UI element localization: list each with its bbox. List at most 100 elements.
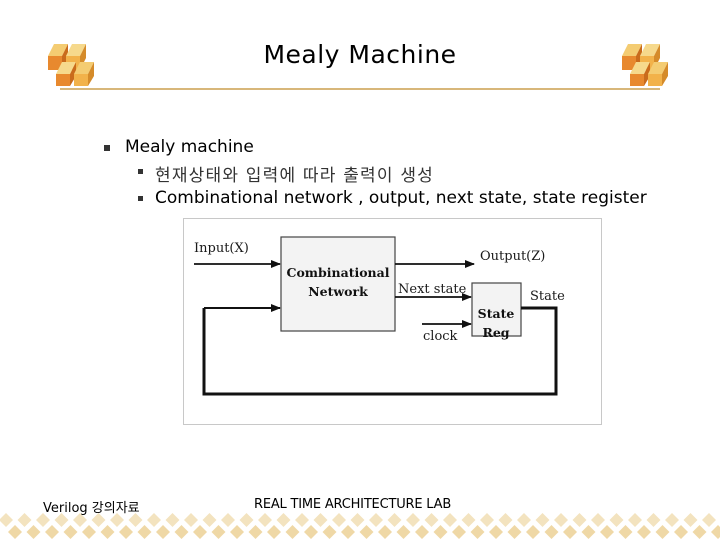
cube-logo-right-icon <box>622 44 668 86</box>
diamond-pattern-icon <box>711 525 720 539</box>
diamond-pattern-icon <box>26 525 41 539</box>
comb-block-label-2: Network <box>308 284 368 299</box>
footer-lab-label: REAL TIME ARCHITECTURE LAB <box>254 497 452 512</box>
bullet-square-icon <box>138 169 143 174</box>
diamond-pattern-icon <box>202 513 217 527</box>
diamond-pattern-icon <box>507 525 522 539</box>
diamond-pattern-icon <box>470 525 485 539</box>
diamond-pattern-icon <box>119 525 133 539</box>
comb-block-label-1: Combinational <box>287 265 390 280</box>
diamond-pattern-icon <box>646 513 661 527</box>
diamond-pattern-icon <box>341 525 355 539</box>
diamond-pattern-icon <box>637 525 651 539</box>
footer-course-label: Verilog 강의자료 <box>43 501 140 516</box>
diamond-pattern-icon <box>0 513 13 527</box>
diamond-pattern-icon <box>128 513 143 527</box>
diamond-pattern-icon <box>82 525 96 539</box>
diamond-pattern-icon <box>628 513 642 527</box>
diamond-pattern-icon <box>489 525 503 539</box>
diamond-pattern-icon <box>304 525 318 539</box>
cube-logo-left-icon <box>48 44 94 86</box>
diamond-pattern-icon <box>147 513 161 527</box>
diamond-pattern-footer <box>0 513 720 539</box>
diamond-pattern-icon <box>387 513 402 527</box>
output-label: Output(Z) <box>480 249 545 264</box>
diamond-pattern-icon <box>480 513 494 527</box>
diamond-pattern-icon <box>17 513 32 527</box>
mealy-diagram-svg: Combinational Network State Reg Input(X)… <box>194 236 565 396</box>
diamond-pattern-icon <box>110 513 124 527</box>
reg-block-label-2: Reg <box>482 325 509 340</box>
diamond-pattern-icon <box>91 513 106 527</box>
diamond-pattern-icon <box>600 525 614 539</box>
sub-bullet-text: 현재상태와 입력에 따라 출력이 생성 <box>155 166 435 186</box>
next-state-label: Next state <box>398 282 467 297</box>
diamond-pattern-icon <box>276 513 291 527</box>
diamond-pattern-icon <box>674 525 688 539</box>
diamond-pattern-icon <box>211 525 226 539</box>
diamond-pattern-icon <box>443 513 457 527</box>
diamond-pattern-icon <box>369 513 383 527</box>
bullet-text: Mealy machine <box>125 137 254 157</box>
diamond-pattern-icon <box>692 525 707 539</box>
diamond-pattern-icon <box>285 525 300 539</box>
diamond-pattern-icon <box>295 513 309 527</box>
diamond-pattern-icon <box>609 513 624 527</box>
diamond-pattern-icon <box>359 525 374 539</box>
diamond-pattern-icon <box>73 513 87 527</box>
reg-block-label-1: State <box>478 306 515 321</box>
diamond-pattern-icon <box>137 525 152 539</box>
diamond-pattern-icon <box>239 513 254 527</box>
diamond-pattern-icon <box>378 525 392 539</box>
diamond-pattern-icon <box>45 525 59 539</box>
state-feedback-path <box>202 306 558 396</box>
bullet-square-icon <box>104 145 110 151</box>
diamond-pattern-icon <box>156 525 170 539</box>
diamond-pattern-icon <box>54 513 69 527</box>
diamond-pattern-icon <box>618 525 633 539</box>
combinational-network-block <box>280 236 396 332</box>
diamond-pattern-icon <box>554 513 568 527</box>
diamond-pattern-icon <box>591 513 605 527</box>
diamond-pattern-icon <box>8 525 22 539</box>
diamond-pattern-icon <box>655 525 670 539</box>
diamond-pattern-icon <box>433 525 448 539</box>
diamond-pattern-icon <box>665 513 679 527</box>
diamond-pattern-icon <box>193 525 207 539</box>
diamond-pattern-icon <box>36 513 50 527</box>
clock-label: clock <box>423 329 458 344</box>
diamond-pattern-icon <box>406 513 420 527</box>
diamond-pattern-icon <box>535 513 550 527</box>
diamond-pattern-icon <box>63 525 78 539</box>
input-label: Input(X) <box>194 241 249 256</box>
diamond-pattern-icon <box>581 525 596 539</box>
diamond-pattern-icon <box>322 525 337 539</box>
title-divider <box>60 88 660 90</box>
diamond-pattern-icon <box>461 513 476 527</box>
diamond-pattern-icon <box>332 513 346 527</box>
diamond-pattern-icon <box>396 525 411 539</box>
diamond-pattern-icon <box>572 513 587 527</box>
diamond-pattern-icon <box>526 525 540 539</box>
diamond-pattern-icon <box>702 513 716 527</box>
slide-title: Mealy Machine <box>263 40 457 69</box>
diamond-pattern-icon <box>221 513 235 527</box>
diamond-pattern-icon <box>563 525 577 539</box>
diamond-pattern-icon <box>683 513 698 527</box>
diamond-pattern-icon <box>184 513 198 527</box>
diamond-pattern-icon <box>267 525 281 539</box>
diamond-pattern-icon <box>174 525 189 539</box>
diamond-pattern-icon <box>517 513 531 527</box>
state-label: State <box>530 289 565 304</box>
diamond-pattern-icon <box>424 513 439 527</box>
sub-bullet-text: Combinational network , output, next sta… <box>155 188 647 208</box>
diamond-pattern-icon <box>350 513 365 527</box>
diamond-pattern-icon <box>165 513 180 527</box>
diamond-pattern-icon <box>313 513 328 527</box>
diamond-pattern-icon <box>415 525 429 539</box>
state-register-block <box>471 282 522 337</box>
diamond-pattern-icon <box>258 513 272 527</box>
diamond-pattern-icon <box>230 525 244 539</box>
mealy-diagram: Combinational Network State Reg Input(X)… <box>183 218 602 425</box>
diamond-pattern-icon <box>100 525 115 539</box>
